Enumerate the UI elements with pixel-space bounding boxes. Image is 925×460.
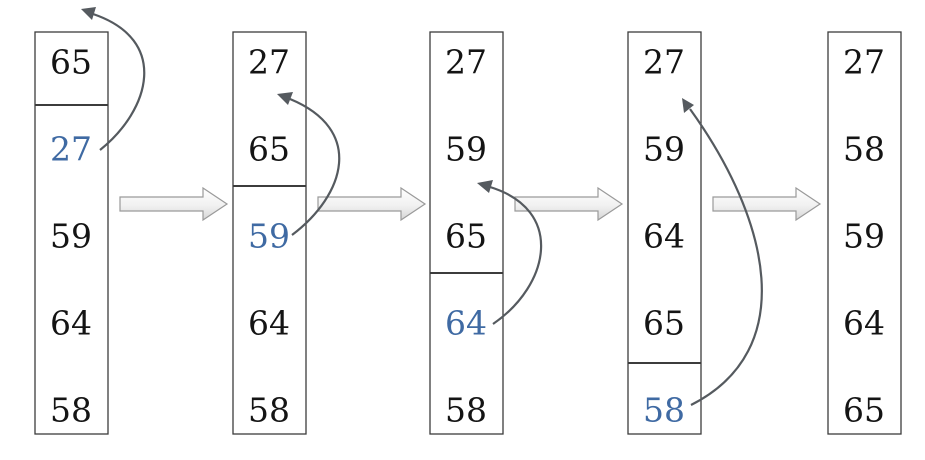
column-2: 27 65 59 64 58 [232, 31, 307, 435]
column-1-value-3: 59 [50, 217, 92, 256]
column-5-value-5: 65 [843, 391, 885, 430]
column-3: 27 59 65 64 58 [429, 31, 504, 435]
column-5: 27 58 59 64 65 [827, 31, 902, 435]
column-1-value-2: 27 [50, 130, 92, 169]
step-arrow-4 [712, 186, 822, 222]
column-5-box [827, 31, 902, 435]
column-4: 27 59 64 65 58 [627, 31, 702, 435]
column-3-value-4: 64 [445, 304, 487, 343]
column-4-value-3: 64 [643, 217, 685, 256]
column-2-value-4: 64 [248, 304, 290, 343]
insert-arrow-1 [81, 7, 146, 151]
column-4-value-2: 59 [643, 130, 685, 169]
insert-arrow-3 [477, 180, 543, 325]
column-4-value-1: 27 [643, 43, 685, 82]
column-5-value-2: 58 [843, 130, 885, 169]
column-3-box [429, 31, 504, 435]
column-1-value-1: 65 [50, 43, 92, 82]
column-4-box [627, 31, 702, 435]
column-2-value-3: 59 [248, 217, 290, 256]
column-2-value-1: 27 [248, 43, 290, 82]
column-3-value-1: 27 [445, 43, 487, 82]
column-5-value-4: 64 [843, 304, 885, 343]
column-4-value-5: 58 [643, 391, 685, 430]
step-arrow-1 [119, 186, 229, 222]
column-2-value-5: 58 [248, 391, 290, 430]
step-arrow-2 [317, 186, 427, 222]
column-2-value-2: 65 [248, 130, 290, 169]
column-3-value-5: 58 [445, 391, 487, 430]
column-1-value-4: 64 [50, 304, 92, 343]
insert-arrow-4 [682, 98, 763, 406]
column-1: 65 27 59 64 58 [34, 31, 109, 435]
column-1-value-5: 58 [50, 391, 92, 430]
column-1-box [34, 31, 109, 435]
column-5-value-1: 27 [843, 43, 885, 82]
column-3-value-2: 59 [445, 130, 487, 169]
column-4-value-4: 65 [643, 304, 685, 343]
insert-arrow-2 [277, 92, 341, 236]
column-5-value-3: 59 [843, 217, 885, 256]
column-3-value-3: 65 [445, 217, 487, 256]
